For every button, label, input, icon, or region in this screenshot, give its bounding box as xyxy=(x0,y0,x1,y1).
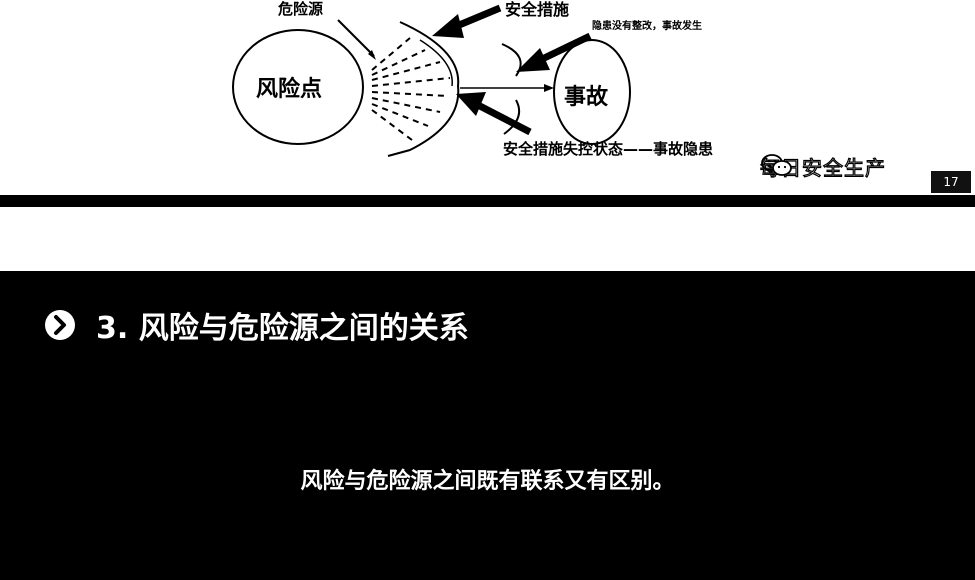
hazard-arrow xyxy=(337,19,376,60)
safety-barrier-curve xyxy=(387,21,460,157)
section-title: 3. 风险与危险源之间的关系 xyxy=(96,311,469,346)
lost-control-label: 安全措施失控状态——事故隐患 xyxy=(502,140,713,158)
hazard-rays xyxy=(371,37,451,141)
page-number: 17 xyxy=(931,171,971,193)
content-slide: 3. 风险与危险源之间的关系 风险与危险源之间既有联系又有区别。 xyxy=(0,271,975,580)
accident-arrow xyxy=(460,84,554,92)
accident-arc-bottom xyxy=(503,99,520,135)
watermark: 每日安全生产 xyxy=(759,152,886,180)
risk-diagram xyxy=(232,4,631,157)
risk-point-ellipse xyxy=(232,29,364,145)
accident-label: 事故 xyxy=(564,85,609,110)
wechat-icon xyxy=(761,154,792,176)
hazard-label: 危险源 xyxy=(278,0,324,18)
safety-measure-label: 安全措施 xyxy=(505,0,570,19)
hidden-danger-label: 隐患没有整改，事故发生 xyxy=(592,21,702,32)
accident-arc-top xyxy=(501,43,522,77)
slide-divider xyxy=(0,207,975,271)
risk-point-label: 风险点 xyxy=(256,77,323,102)
chevron-right-circle-icon xyxy=(45,310,75,340)
safety-measure-arrow xyxy=(432,4,502,38)
hidden-danger-arrow xyxy=(516,32,592,72)
diagram-slide: 危险源 安全措施 隐患没有整改，事故发生 风险点 事故 安全措施失控状态——事故… xyxy=(0,0,975,195)
accident-ellipse xyxy=(553,39,631,145)
lost-control-arrow xyxy=(456,92,532,136)
safety-barrier-curve-inner xyxy=(419,39,453,87)
body-text: 风险与危险源之间既有联系又有区别。 xyxy=(300,469,675,494)
